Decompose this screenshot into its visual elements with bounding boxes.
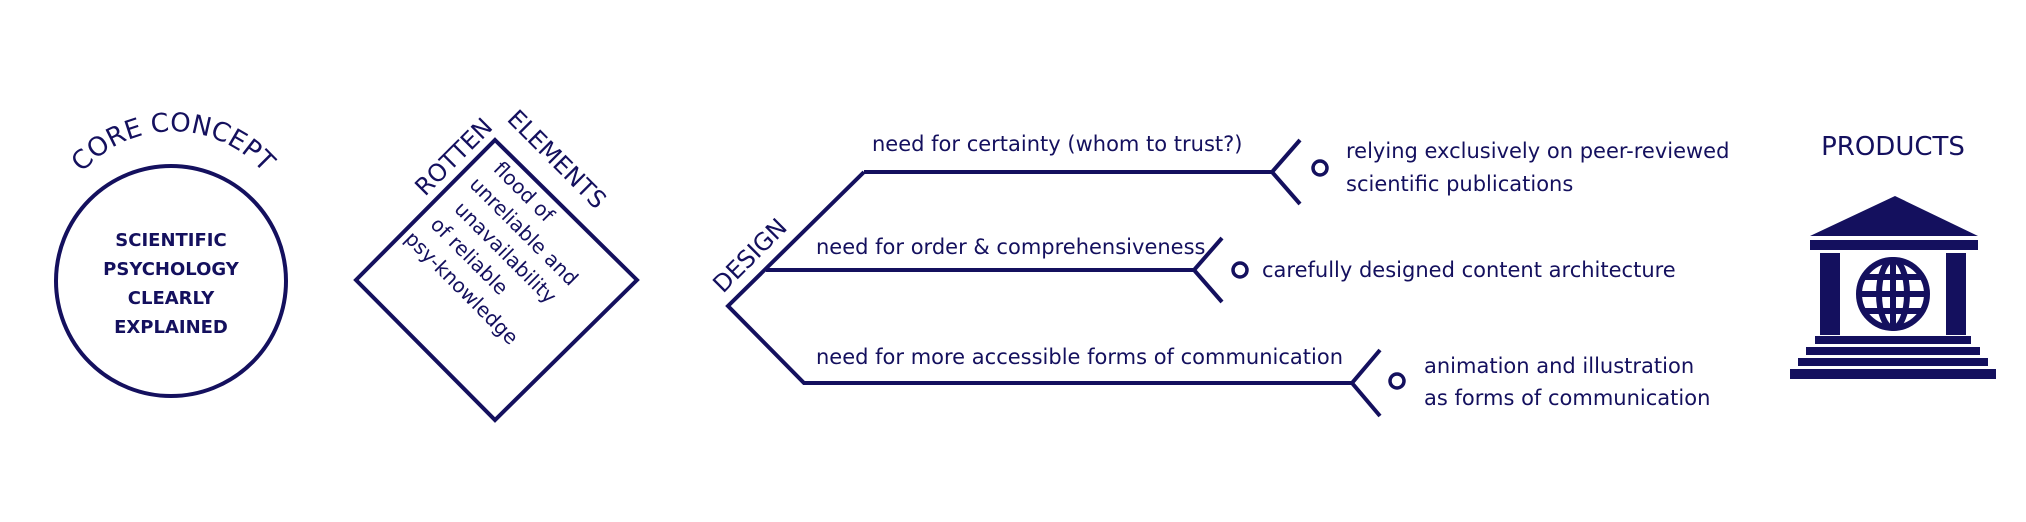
bullet-3	[1388, 372, 1406, 390]
institution-globe-icon	[1790, 196, 1996, 379]
bracket-2	[1191, 236, 1224, 304]
core-concept-line-4: EXPLAINED	[114, 317, 228, 338]
need-certainty-label: need for certainty (whom to trust?)	[872, 132, 1243, 156]
core-concept-circle	[54, 164, 288, 398]
design-group: DESIGN need for certainty (whom to trust…	[707, 132, 1729, 418]
answer-3-line-1: animation and illustration	[1424, 354, 1694, 378]
need-accessible-label: need for more accessible forms of commun…	[816, 345, 1343, 369]
bullet-2	[1231, 261, 1249, 279]
design-tree-lines	[725, 170, 1352, 385]
answer-1-line-1: relying exclusively on peer-reviewed	[1346, 139, 1729, 163]
products-heading: PRODUCTS	[1821, 132, 1965, 162]
core-concept-line-2: PSYCHOLOGY	[103, 259, 240, 280]
answer-1-line-2: scientific publications	[1346, 172, 1573, 196]
answer-2-line-1: carefully designed content architecture	[1262, 258, 1676, 282]
core-concept-group: CORE CONCEPT SCIENTIFIC PSYCHOLOGY CLEAR…	[54, 108, 288, 398]
rotten-elements-diamond	[353, 137, 640, 423]
bracket-3	[1349, 348, 1382, 418]
core-concept-line-3: CLEARLY	[128, 288, 215, 309]
need-order-label: need for order & comprehensiveness	[816, 235, 1205, 259]
rotten-elements-group: ROTTEN ELEMENTS flood of unreliable and …	[353, 104, 640, 423]
products-group: PRODUCTS	[1790, 132, 1996, 379]
core-concept-line-1: SCIENTIFIC	[115, 230, 226, 251]
bullet-1	[1311, 159, 1329, 177]
answer-3-line-2: as forms of communication	[1424, 386, 1710, 410]
bracket-1	[1269, 138, 1302, 206]
